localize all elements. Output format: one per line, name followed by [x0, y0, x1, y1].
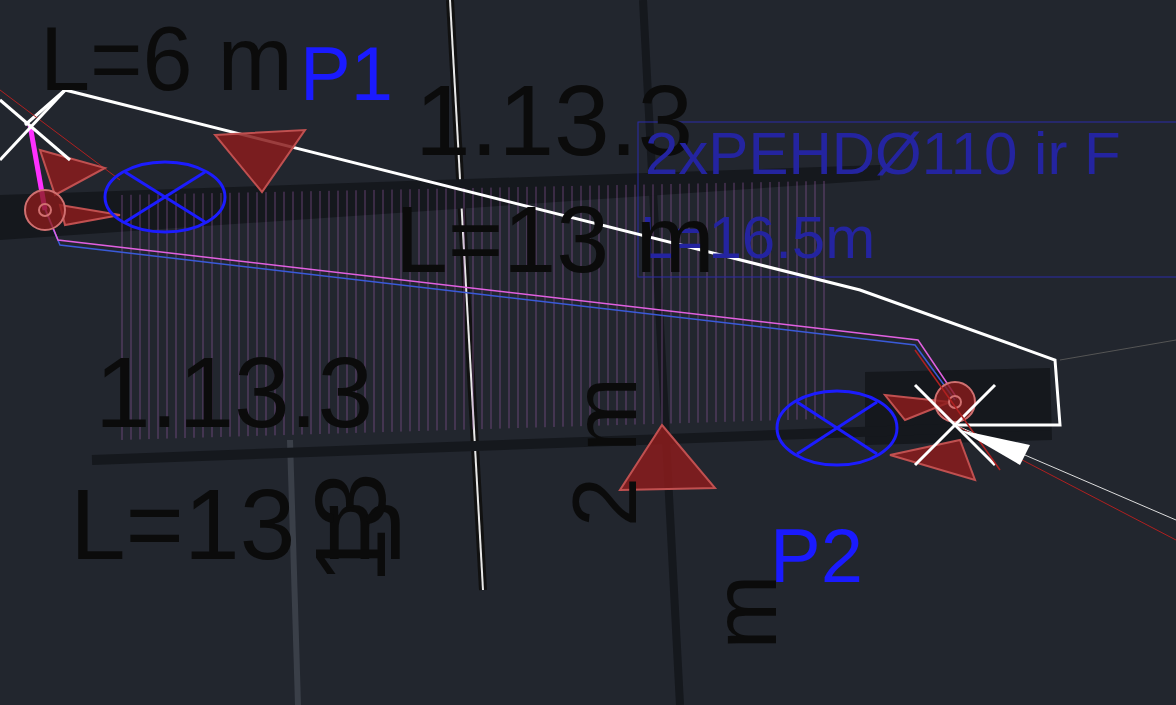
leader: [1060, 340, 1176, 360]
point-label: P2: [770, 518, 863, 594]
marker-triangles: [40, 130, 975, 490]
label-frame: [638, 122, 1176, 277]
dimension-label: 2 m: [560, 377, 650, 527]
dimension-label: L=6 m: [40, 14, 293, 104]
hatch-line: [392, 190, 393, 432]
pipe-note: 2xPEHDØ110 ir F: [645, 124, 1121, 184]
dimension-label: 13: [300, 472, 400, 583]
point-label: P1: [300, 36, 393, 112]
hatch-line: [383, 190, 384, 432]
leader: [915, 350, 1000, 470]
parcel-number: 1.13.3: [95, 342, 373, 442]
hatch-line: [374, 190, 375, 432]
leader: [955, 425, 1176, 540]
arrow-symbol: [960, 430, 1030, 465]
leader: [955, 425, 1176, 520]
dimension-label: L=13 m: [395, 192, 715, 287]
